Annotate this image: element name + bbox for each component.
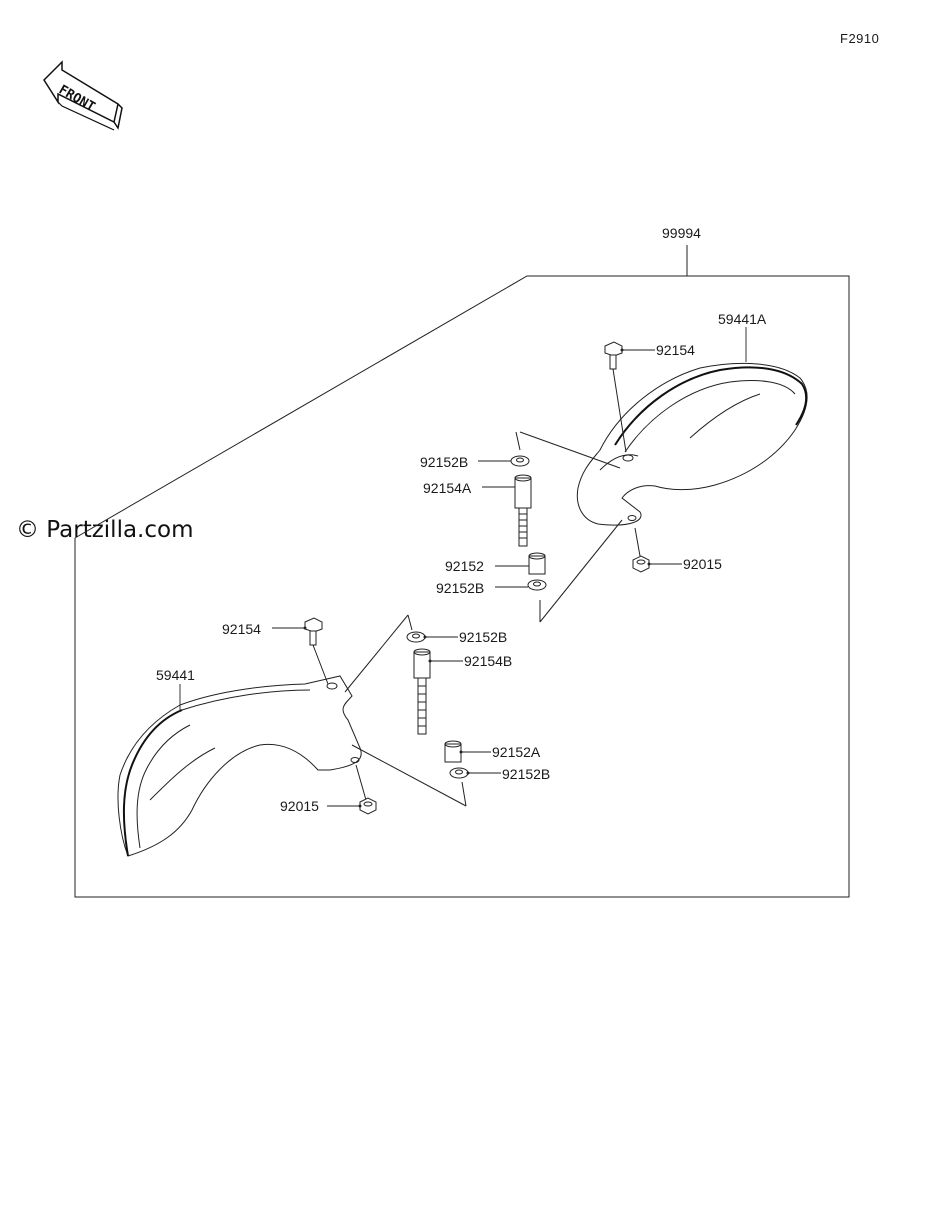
bolt-right-icon (604, 341, 627, 453)
figure-id: F2910 (840, 31, 879, 46)
long-bolt-right-icon (514, 474, 532, 547)
label-92154-left: 92154 (222, 621, 261, 637)
label-92154b: 92154B (464, 653, 512, 669)
label-92152b-left-bottom: 92152B (502, 766, 550, 782)
front-arrow-icon: FRONT (43, 60, 123, 131)
washer-right-bottom-icon (527, 579, 547, 591)
bolt-left-icon (304, 617, 329, 685)
label-92015-left: 92015 (280, 798, 319, 814)
nut-right-icon (632, 527, 650, 573)
label-92152b-right-top: 92152B (420, 454, 468, 470)
label-92154a: 92154A (423, 480, 472, 496)
assembly-frame (74, 245, 850, 898)
washer-left-top-icon (406, 631, 426, 643)
hand-guard-left (117, 675, 362, 857)
label-99994: 99994 (662, 225, 701, 241)
hand-guard-right (576, 362, 808, 526)
label-59441: 59441 (156, 667, 195, 683)
label-92015-right: 92015 (683, 556, 722, 572)
washer-left-bottom-icon (449, 767, 469, 779)
label-92152-right: 92152 (445, 558, 484, 574)
label-92152b-right-bottom: 92152B (436, 580, 484, 596)
guide-lines-left (344, 614, 467, 807)
nut-left-icon (355, 764, 377, 815)
collar-left-icon (444, 740, 462, 763)
guide-lines-right (515, 431, 623, 623)
label-92154-right: 92154 (656, 342, 695, 358)
label-92152a: 92152A (492, 744, 541, 760)
label-59441a: 59441A (718, 311, 767, 327)
collar-right-icon (528, 552, 546, 575)
label-92152b-left-top: 92152B (459, 629, 507, 645)
washer-right-top-icon (510, 455, 530, 467)
long-bolt-left-icon (413, 648, 431, 735)
